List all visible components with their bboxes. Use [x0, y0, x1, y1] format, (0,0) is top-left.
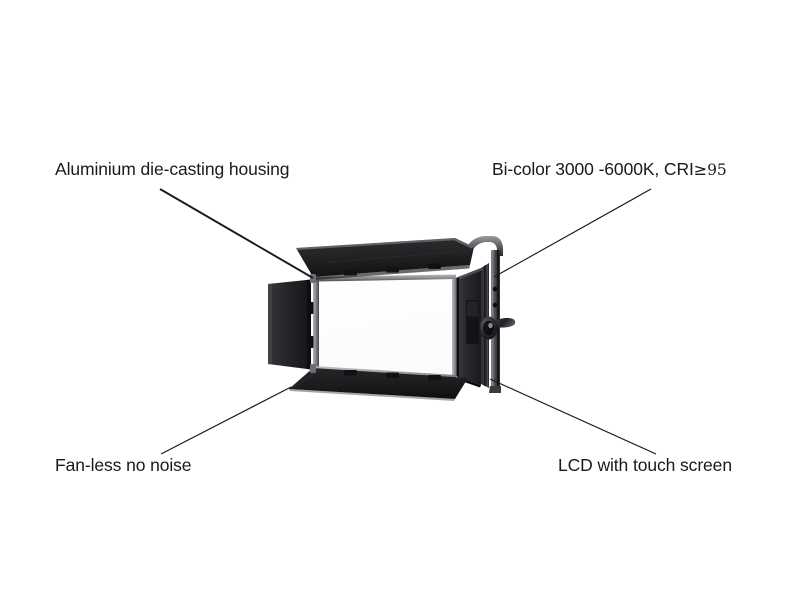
- top-door-hinge-clip: [428, 263, 441, 269]
- diffusion-panel: [317, 278, 456, 376]
- left-barn-door-inner-seam: [307, 279, 311, 370]
- left-barn-door-face[interactable]: [268, 279, 311, 370]
- yoke-arm-foot: [489, 386, 501, 393]
- greater-equal-icon: ≥: [693, 160, 708, 179]
- leader-line-fanless: [160, 386, 292, 455]
- top-door-hinge-clip: [344, 270, 357, 276]
- leader-lines: [159, 188, 657, 455]
- frame-rail-top: [313, 274, 456, 282]
- callout-label-lcd: LCD with touch screen: [558, 455, 732, 475]
- top-barn-door[interactable]: [296, 238, 474, 280]
- bottom-barn-door-lip: [289, 389, 455, 401]
- tilt-knob-inner: [483, 320, 494, 336]
- top-door-hinge-clip: [386, 267, 399, 273]
- callout-label-bicolor: Bi-color 3000 -6000K, CRI≥95: [492, 159, 727, 179]
- frame-rail-left: [313, 279, 319, 370]
- lcd-screen-glass: [467, 301, 478, 317]
- bottom-barn-door-face[interactable]: [289, 368, 468, 399]
- yoke-bolt-hole-lower: [492, 302, 498, 308]
- side-housing: [456, 268, 483, 388]
- left-barn-door-outer-edge: [268, 283, 272, 365]
- yoke-top-arch: [466, 236, 503, 256]
- bottom-barn-door-corner-shade: [291, 370, 322, 389]
- callout-bicolor-value: 95: [707, 161, 727, 179]
- tilt-lock-knob[interactable]: [479, 316, 516, 340]
- left-door-hinge-clip: [308, 336, 314, 348]
- bottom-door-hinge-clip: [386, 372, 399, 378]
- bottom-door-hinge-clip: [344, 370, 357, 376]
- side-housing-top-cap: [458, 268, 483, 279]
- leader-line-housing: [159, 188, 314, 279]
- hinge-post-top-left: [310, 274, 316, 283]
- top-barn-door-crease: [323, 251, 461, 263]
- led-panel-light: [268, 236, 516, 401]
- hinge-post-bottom-left: [310, 364, 316, 373]
- yoke-bolt-hole-upper: [492, 286, 498, 292]
- callout-label-housing: Aluminium die-casting housing: [55, 159, 290, 179]
- callout-bicolor-main: Bi-color 3000 -6000K, CRI: [492, 159, 694, 179]
- frame-rail-right: [452, 277, 457, 377]
- tilt-knob-screw: [488, 322, 493, 329]
- leader-line-bicolor: [493, 188, 652, 278]
- leader-line-lcd: [489, 378, 657, 455]
- left-door-hinge-clip: [308, 302, 314, 314]
- tilt-knob-handle[interactable]: [492, 318, 516, 328]
- bottom-barn-door[interactable]: [289, 368, 468, 401]
- callout-label-fanless: Fan-less no noise: [55, 455, 192, 475]
- bottom-door-hinge-clip: [428, 375, 441, 381]
- left-barn-door[interactable]: [268, 279, 314, 370]
- top-barn-door-edge-highlight: [296, 238, 474, 250]
